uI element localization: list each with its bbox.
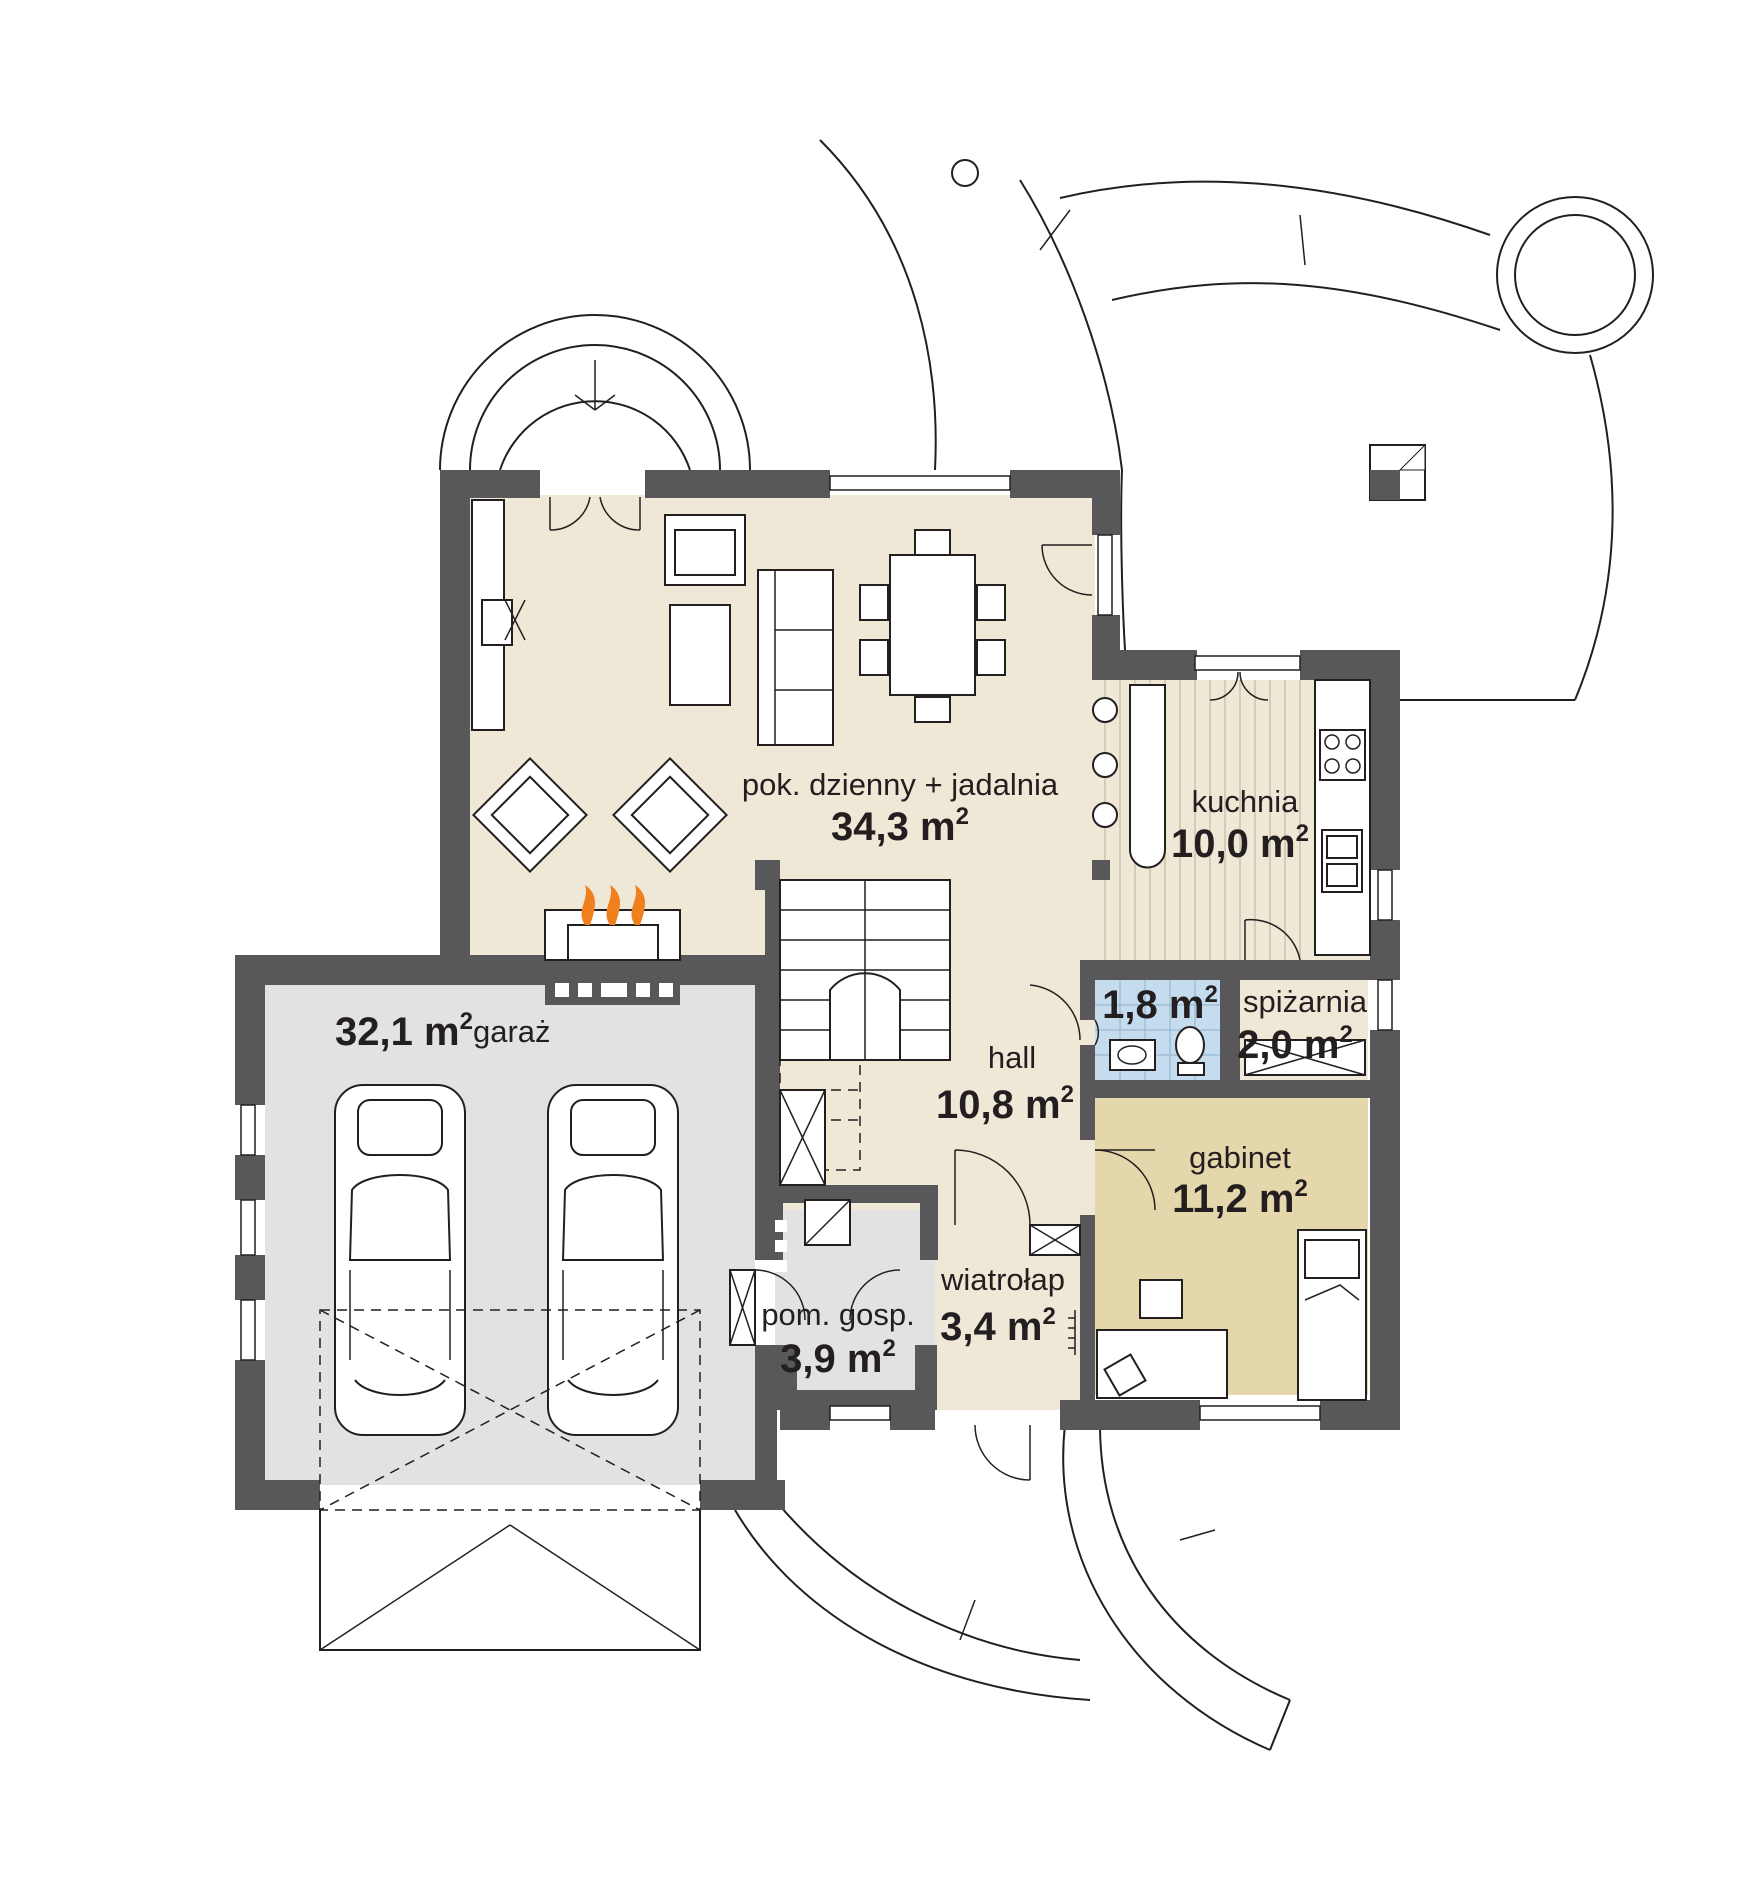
kitchen-furniture [1092,671,1371,961]
staircase [779,879,951,1186]
room-name-garage: garaż [473,1014,551,1049]
living-furniture [471,496,1006,997]
room-area-kitchen: 10,0 m2 [1171,820,1309,866]
car-right [547,1084,679,1436]
room-name-living: pok. dzienny + jadalnia [742,767,1059,802]
room-area-hall: 10,8 m2 [936,1081,1074,1127]
room-name-kitchen: kuchnia [1192,784,1300,819]
room-name-pantry: spiżarnia [1243,984,1368,1019]
doors [729,544,1093,1481]
car-left [334,1084,466,1436]
room-area-bathroom: 1,8 m2 [1102,981,1218,1027]
walls [235,470,1400,1510]
pantry-shelves [1244,1039,1366,1076]
garage-door-overhead [319,1309,701,1511]
room-area-garage: 32,1 m2 [335,1008,473,1054]
room-name-study: gabinet [1189,1140,1291,1175]
radiator [1068,1310,1076,1355]
room-name-vestibule: wiatrołap [940,1262,1065,1297]
room-area-study: 11,2 m2 [1172,1175,1308,1221]
room-area-vestibule: 3,4 m2 [940,1303,1056,1349]
bathroom-fixtures [1094,1019,1205,1076]
room-area-utility: 3,9 m2 [780,1335,896,1381]
terrace-outlines [319,139,1654,1751]
room-name-utility: pom. gosp. [761,1297,914,1332]
floor-hall-ext [935,680,1095,880]
study-furniture [1094,1149,1367,1401]
room-area-living: 34,3 m2 [831,803,969,849]
windows [240,475,1393,1421]
room-area-pantry: 2,0 m2 [1237,1021,1353,1067]
room-labels: pok. dzienny + jadalnia 34,3 m2 kuchnia … [335,767,1368,1381]
room-name-hall: hall [988,1040,1036,1075]
